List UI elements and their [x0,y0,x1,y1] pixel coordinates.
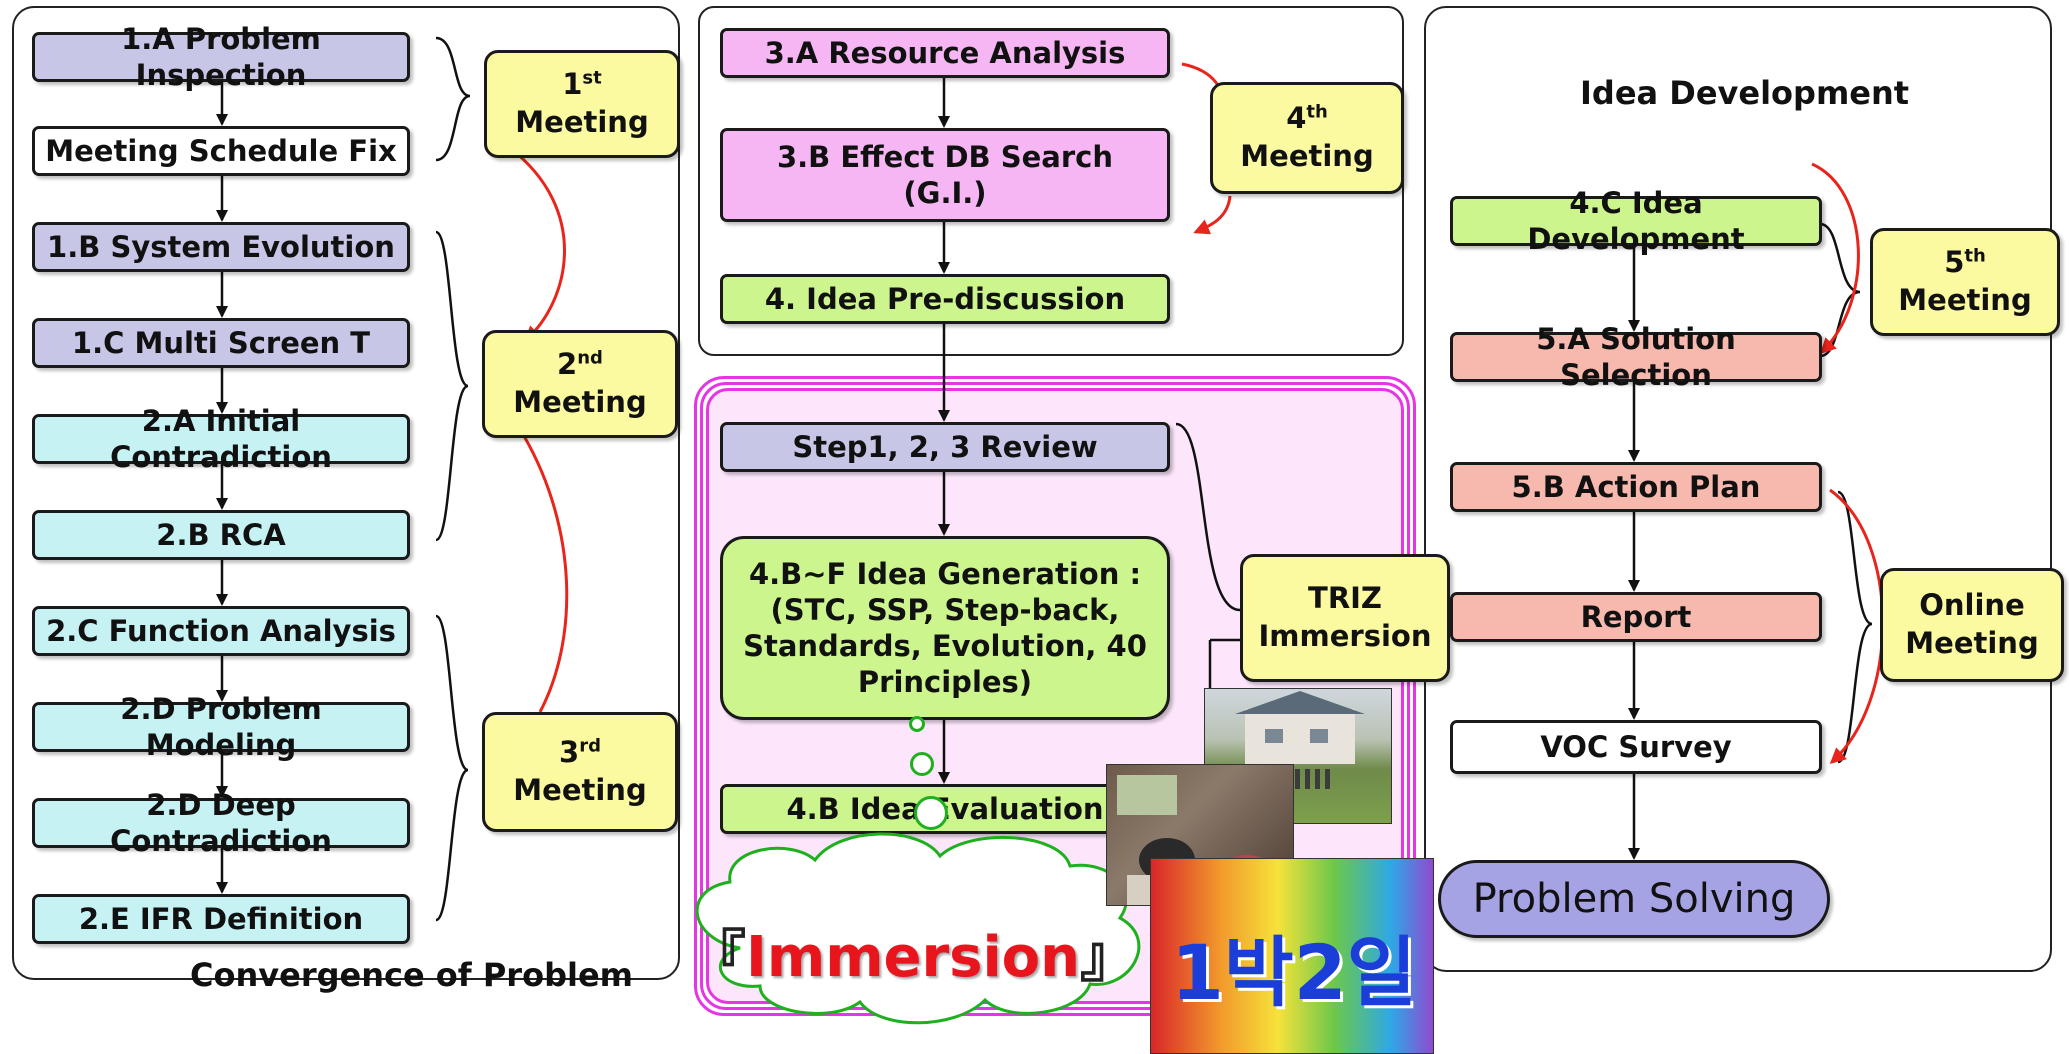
online-meeting[interactable]: Online Meeting [1880,568,2064,682]
meeting-1st[interactable]: 1st Meeting [484,50,680,158]
node-problem-modeling[interactable]: 2.D Problem Modeling [32,692,410,762]
node-report[interactable]: Report [1450,592,1822,642]
node-action-plan[interactable]: 5.B Action Plan [1450,462,1822,512]
problem-solving-node[interactable]: Problem Solving [1438,860,1830,938]
tv-show-logo-text: 1박2일 [1171,928,1417,1017]
node-function-analysis[interactable]: 2.C Function Analysis [32,606,410,656]
node-system-evolution[interactable]: 1.B System Evolution [32,222,410,272]
node-ifr-definition[interactable]: 2.E IFR Definition [32,894,410,944]
node-multi-screen[interactable]: 1.C Multi Screen T [32,318,410,368]
meeting-2nd[interactable]: 2nd Meeting [482,330,678,438]
node-idea-development[interactable]: 4.C Idea Development [1450,186,1822,256]
node-meeting-schedule-fix[interactable]: Meeting Schedule Fix [32,126,410,176]
idea-development-title: Idea Development [1580,74,1910,112]
node-idea-pre-discussion[interactable]: 4. Idea Pre-discussion [720,274,1170,324]
thought-bubble-large [914,796,948,830]
immersion-cloud-text: 『Immersion』 [690,925,1137,990]
meeting-3rd[interactable]: 3rd Meeting [482,712,678,832]
tv-show-logo: 1박2일 [1150,858,1434,1054]
thought-bubble-medium [910,752,934,776]
node-solution-selection[interactable]: 5.A Solution Selection [1450,322,1822,392]
node-rca[interactable]: 2.B RCA [32,510,410,560]
meeting-5th[interactable]: 5th Meeting [1870,228,2060,336]
node-effect-db-search[interactable]: 3.B Effect DB Search (G.I.) [720,128,1170,222]
node-voc-survey[interactable]: VOC Survey [1450,720,1822,774]
meeting-4th[interactable]: 4th Meeting [1210,82,1404,194]
triz-immersion[interactable]: TRIZ Immersion [1240,554,1450,682]
node-initial-contradiction[interactable]: 2.A Initial Contradiction [32,404,410,474]
node-idea-generation[interactable]: 4.B~F Idea Generation : (STC, SSP, Step-… [720,536,1170,720]
thought-bubble-small [909,716,925,732]
node-problem-inspection[interactable]: 1.A Problem Inspection [32,22,410,92]
node-step-review[interactable]: Step1, 2, 3 Review [720,422,1170,472]
node-deep-contradiction[interactable]: 2.D Deep Contradiction [32,788,410,858]
node-resource-analysis[interactable]: 3.A Resource Analysis [720,28,1170,78]
convergence-caption: Convergence of Problem [190,956,633,994]
